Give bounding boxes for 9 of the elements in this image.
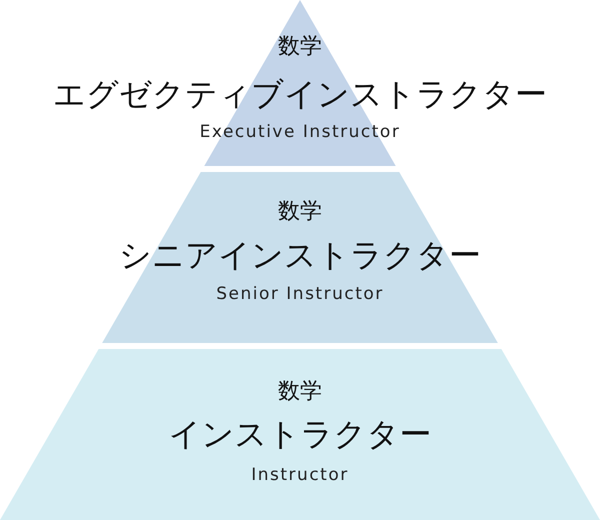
english-label: Senior Instructor [216,286,384,303]
title-label: エグゼクティブインストラクター [53,78,547,110]
subject-label: 数学 [278,381,322,403]
title-label: インストラクター [168,418,432,450]
subject-label: 数学 [278,201,322,223]
english-label: Instructor [251,467,349,484]
title-label: シニアインストラクター [119,239,481,271]
subject-label: 数学 [278,36,322,58]
english-label: Executive Instructor [200,124,400,141]
